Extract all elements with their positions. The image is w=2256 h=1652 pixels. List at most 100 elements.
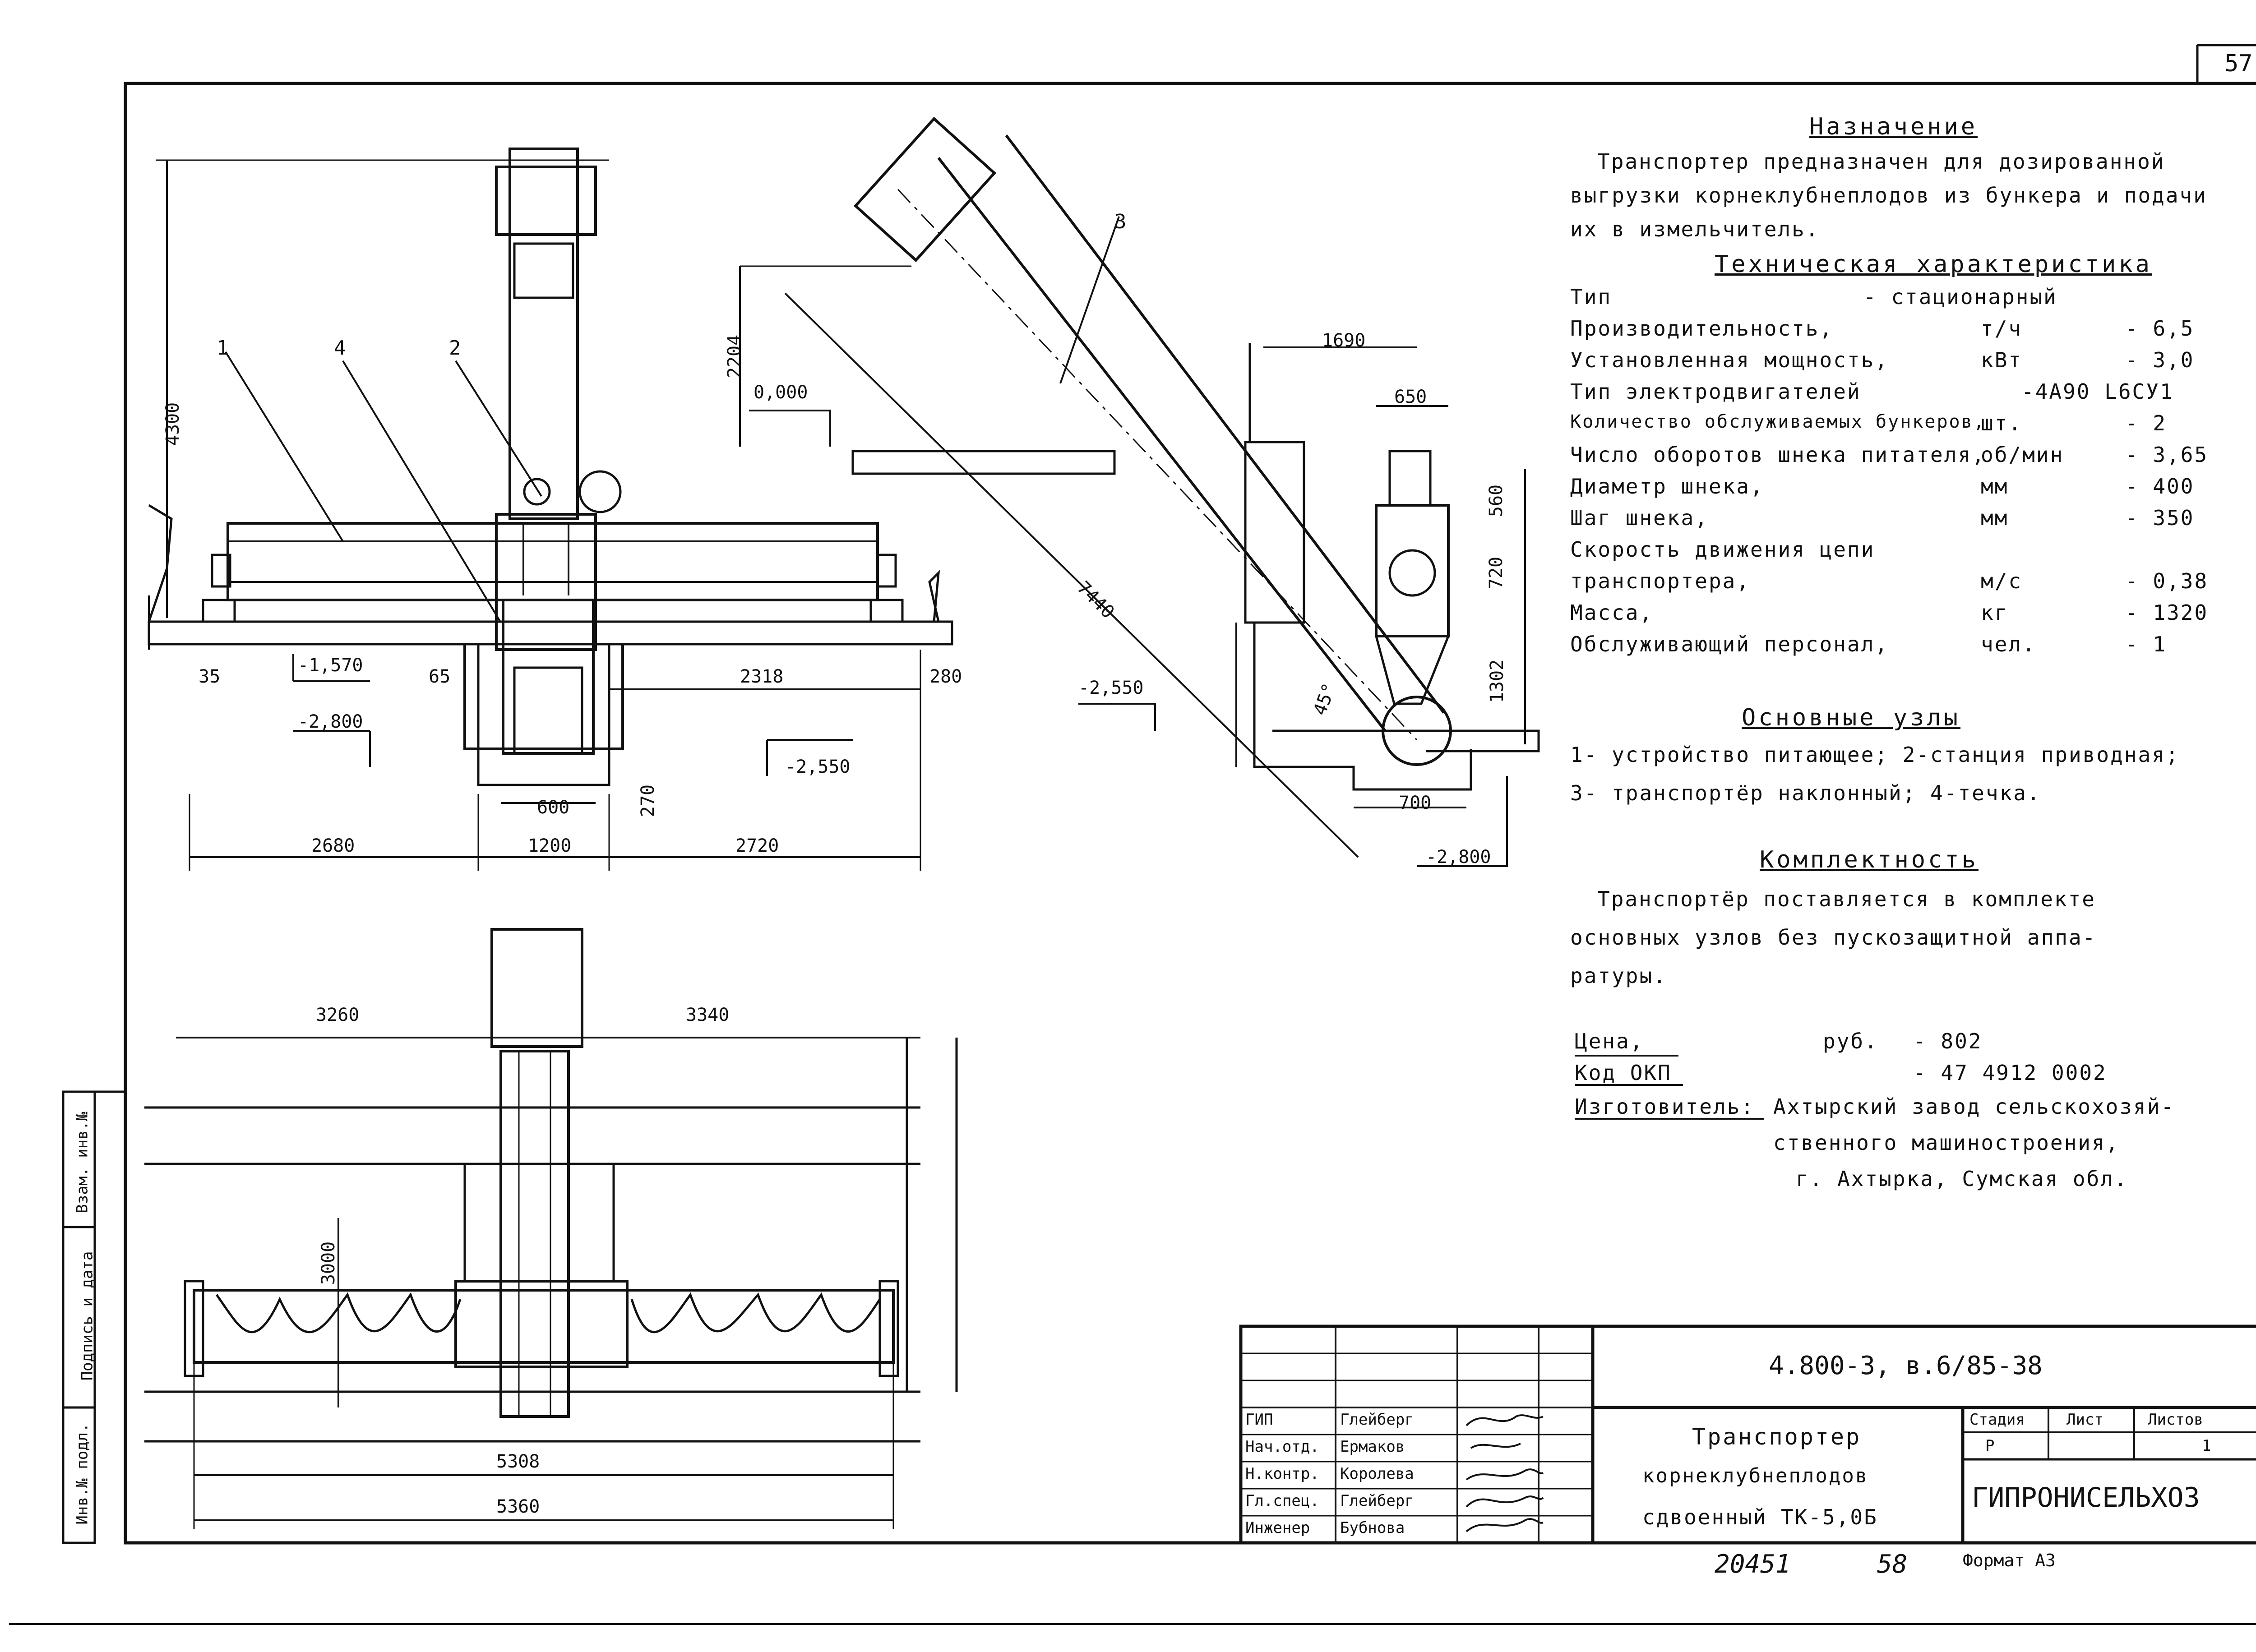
spec-name: Диаметр шнека,	[1570, 474, 1764, 498]
units-line-1: 1- устройство питающее; 2-станция привод…	[1570, 743, 2180, 767]
callout-2: 2	[449, 337, 461, 360]
level-minus-2800-side: -2,800	[1426, 847, 1491, 868]
dim-2720: 2720	[735, 835, 779, 856]
purpose-line-1: Транспортер предназначен для дозированно…	[1597, 149, 2165, 174]
spec-value: - 2	[2125, 411, 2167, 435]
dim-270: 270	[638, 784, 659, 817]
spec-value: -4А90 L6СУ1	[2021, 379, 2174, 404]
dim-4300: 4300	[162, 402, 184, 446]
spec-value: - 6,5	[2125, 316, 2195, 341]
spec-value: - 400	[2125, 474, 2195, 498]
completeness-line-2: основных узлов без пускозащитной аппа-	[1570, 925, 2097, 950]
level-minus-2550: -2,550	[785, 757, 851, 777]
sheets-value: 1	[2202, 1437, 2211, 1455]
format-label: Формат А3	[1963, 1550, 2056, 1570]
spec-unit: об/мин	[1981, 443, 2064, 467]
title-block-lines	[1239, 1324, 2256, 1545]
callout-1: 1	[217, 337, 229, 360]
spec-name: Установленная мощность,	[1570, 348, 1889, 372]
dim-2318: 2318	[740, 666, 784, 687]
spec-value: - 1320	[2125, 600, 2209, 625]
dim-65: 65	[429, 666, 451, 687]
sheet-frame	[9, 44, 2256, 1625]
title-line-2: корнеклубнеплодов	[1642, 1464, 1869, 1487]
spec-name: Масса,	[1570, 600, 1654, 625]
spec-value: - 0,38	[2125, 569, 2209, 593]
dim-650: 650	[1394, 387, 1427, 407]
spec-value: - 3,65	[2125, 443, 2209, 467]
callout-4: 4	[334, 337, 346, 360]
dim-35: 35	[199, 666, 221, 687]
spec-value: - стационарный	[1863, 285, 2057, 309]
title-line-1: Транспортер	[1692, 1424, 1862, 1450]
drawing-code: 4.800-3, в.6/85-38	[1769, 1351, 2043, 1380]
okp-label: Код ОКП	[1575, 1061, 1672, 1085]
dim-280: 280	[929, 666, 962, 687]
side-stamp-sign: Подпись и дата	[78, 1251, 97, 1381]
dim-5360: 5360	[496, 1496, 540, 1517]
spec-name: Производительность,	[1570, 316, 1834, 341]
dim-2680: 2680	[311, 835, 355, 856]
name-engineer: Бубнова	[1340, 1519, 1405, 1537]
plan-view	[144, 928, 958, 1529]
maker-line-3: г. Ахтырка, Сумская обл.	[1796, 1167, 2128, 1191]
dim-3260: 3260	[316, 1005, 360, 1025]
role-engineer: Инженер	[1245, 1519, 1310, 1537]
level-minus-2550-side: -2,550	[1078, 678, 1144, 698]
maker-line-1: Ахтырский завод сельскохозяй-	[1773, 1094, 2175, 1119]
organization-name: ГИПРОНИСЕЛЬХОЗ	[1972, 1482, 2200, 1514]
spec-unit: мм	[1981, 474, 2009, 498]
spec-name: Скорость движения цепи	[1570, 537, 1875, 562]
units-line-2: 3- транспортёр наклонный; 4-течка.	[1570, 781, 2041, 805]
dim-2204: 2204	[724, 334, 745, 378]
level-minus-2800: -2,800	[298, 711, 363, 732]
dim-720: 720	[1486, 556, 1507, 590]
dim-600: 600	[537, 797, 570, 818]
units-heading: Основные узлы	[1742, 704, 1960, 731]
dim-3000: 3000	[318, 1241, 339, 1285]
role-control: Н.контр.	[1245, 1465, 1319, 1483]
spec-unit: кг	[1981, 600, 2009, 625]
front-view	[148, 148, 953, 871]
dim-560: 560	[1486, 484, 1507, 517]
dim-1302: 1302	[1487, 659, 1508, 703]
dim-3340: 3340	[686, 1005, 730, 1025]
name-chief: Глейберг	[1340, 1492, 1414, 1510]
spec-name: Тип	[1570, 285, 1612, 309]
maker-label: Изготовитель:	[1575, 1094, 1755, 1119]
spec-name: Тип электродвигателей	[1570, 379, 1861, 404]
spec-unit: мм	[1981, 506, 2009, 530]
side-stamp-replace: Взам. инв.№	[73, 1112, 92, 1214]
spec-name: Количество обслуживаемых бункеров,	[1570, 411, 1986, 432]
price-value: - 802	[1913, 1029, 1983, 1053]
okp-value: - 47 4912 0002	[1913, 1061, 2107, 1085]
spec-name: транспортера,	[1570, 569, 1751, 593]
specs-heading: Техническая характеристика	[1715, 251, 2152, 278]
handwritten-number-2: 58	[1877, 1550, 1908, 1579]
handwritten-number: 20451	[1715, 1550, 1791, 1579]
spec-unit: чел.	[1981, 632, 2036, 656]
completeness-line-3: ратуры.	[1570, 964, 1667, 988]
level-minus-1570: -1,570	[298, 655, 363, 676]
title-line-3: сдвоенный ТК-5,0Б	[1642, 1505, 1878, 1529]
role-chief: Гл.спец.	[1245, 1492, 1319, 1510]
side-stamp-inv: Инв.№ подл.	[73, 1423, 92, 1525]
name-control: Королева	[1340, 1465, 1414, 1483]
purpose-line-3: их в измельчитель.	[1570, 217, 1820, 241]
dim-1690: 1690	[1322, 330, 1366, 351]
spec-name: Число оборотов шнека питателя,	[1570, 443, 1986, 467]
callout-3: 3	[1114, 210, 1127, 233]
name-head: Ермаков	[1340, 1438, 1405, 1456]
spec-unit: м/с	[1981, 569, 2023, 593]
completeness-heading: Комплектность	[1760, 846, 1979, 873]
spec-unit: кВт	[1981, 348, 2023, 372]
role-head: Нач.отд.	[1245, 1438, 1319, 1456]
stage-label: Стадия	[1969, 1411, 2025, 1429]
purpose-line-2: выгрузки корнеклубнеплодов из бункера и …	[1570, 183, 2207, 208]
dim-1200: 1200	[528, 835, 572, 856]
dim-700: 700	[1399, 793, 1432, 813]
spec-unit: т/ч	[1981, 316, 2023, 341]
price-label: Цена,	[1575, 1029, 1644, 1053]
completeness-line-1: Транспортёр поставляется в комплекте	[1597, 887, 2096, 911]
